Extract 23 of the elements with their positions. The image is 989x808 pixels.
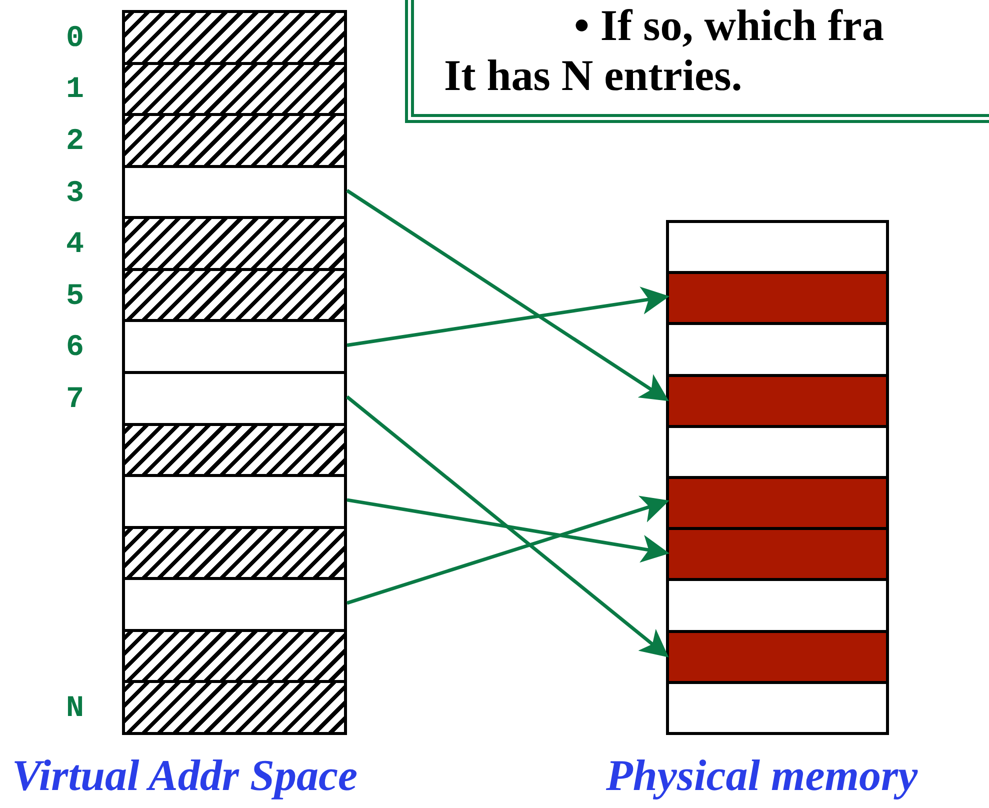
memory-slot bbox=[122, 474, 347, 529]
arrow bbox=[346, 395, 669, 658]
row-number: 3 bbox=[66, 178, 84, 208]
row-number: 5 bbox=[66, 282, 84, 312]
arrow bbox=[346, 189, 669, 402]
row-number: 7 bbox=[66, 384, 84, 415]
row-number: 1 bbox=[66, 75, 84, 106]
memory-slot bbox=[666, 578, 889, 633]
text-panel bbox=[405, 0, 989, 123]
panel-text: It has N entries. bbox=[444, 51, 742, 101]
row-number: 2 bbox=[66, 126, 84, 157]
arrow bbox=[346, 496, 670, 605]
row-number: 6 bbox=[66, 333, 84, 364]
memory-slot bbox=[122, 577, 347, 632]
row-number: N bbox=[66, 694, 84, 724]
memory-slot bbox=[666, 322, 889, 377]
arrow bbox=[346, 286, 670, 347]
arrow bbox=[346, 498, 670, 563]
bullet-text: • If so, which fra bbox=[574, 1, 884, 51]
column-caption: Physical memory bbox=[606, 752, 918, 800]
row-number: 4 bbox=[66, 230, 84, 260]
row-number: 0 bbox=[66, 24, 84, 54]
column-caption: Virtual Addr Space bbox=[12, 752, 358, 800]
